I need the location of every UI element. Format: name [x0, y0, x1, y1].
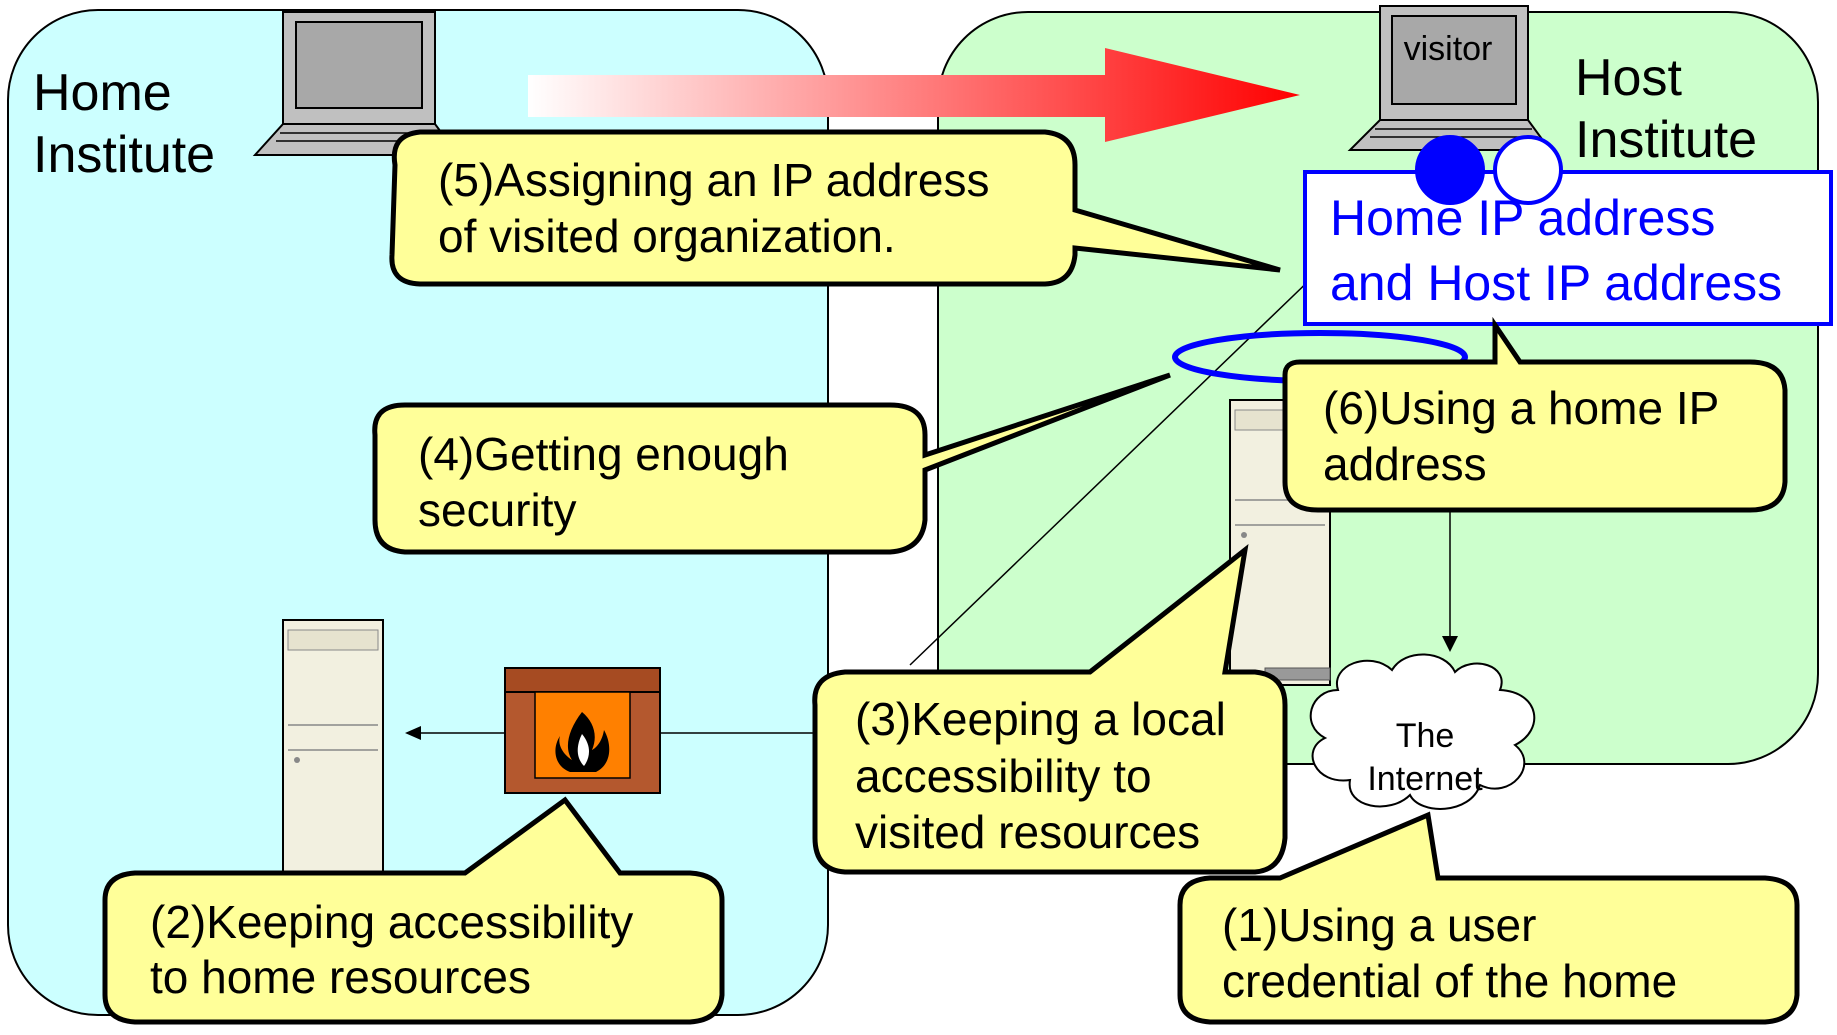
callout-4-text-2: security [418, 484, 576, 536]
internet-label-2: Internet [1367, 760, 1483, 798]
callout-2-text: (2)Keeping accessibility [150, 896, 633, 948]
callout-3-text-2: accessibility to [855, 750, 1152, 802]
cloud-icon [1309, 653, 1536, 810]
callout-6-bubble [1282, 316, 1788, 513]
callout-1-text: (1)Using a user [1222, 899, 1536, 951]
callout-6-text-2: address [1323, 438, 1487, 490]
home-institute-label: Home [33, 64, 172, 122]
callout-4-bubble [372, 372, 1171, 555]
visitor-label: visitor [1404, 30, 1493, 68]
callout-5-text: (5)Assigning an IP address [438, 154, 989, 206]
callout-5-text-2: of visited organization. [438, 210, 896, 262]
callout-3-bubble [812, 544, 1288, 875]
address-box-label-2: and Host IP address [1330, 255, 1782, 311]
address-box [1303, 170, 1833, 326]
arrow-icon [1442, 636, 1458, 652]
callout-4-text: (4)Getting enough [418, 428, 789, 480]
home-institute-label-2: Institute [33, 126, 215, 184]
host-ip-indicator [1493, 135, 1563, 205]
host-institute-label: Host [1575, 49, 1682, 107]
callout-3-text: (3)Keeping a local [855, 693, 1226, 745]
roaming-arrow-icon [528, 48, 1300, 142]
firewall-icon [504, 667, 661, 794]
internet-label: The [1396, 717, 1455, 755]
callout-6-text: (6)Using a home IP [1323, 382, 1719, 434]
callout-5-bubble [389, 129, 1281, 287]
host-institute-label-2: Institute [1575, 111, 1757, 169]
arrow-icon [405, 726, 421, 740]
visitor-laptop-icon [1347, 5, 1552, 151]
callout-1-bubble [1177, 811, 1800, 1025]
home-ip-indicator [1415, 135, 1485, 205]
callout-2-text-2: to home resources [150, 951, 531, 1003]
callout-3-text-3: visited resources [855, 806, 1200, 858]
callout-1-text-2: credential of the home [1222, 955, 1677, 1007]
callout-2-bubble [102, 796, 725, 1025]
